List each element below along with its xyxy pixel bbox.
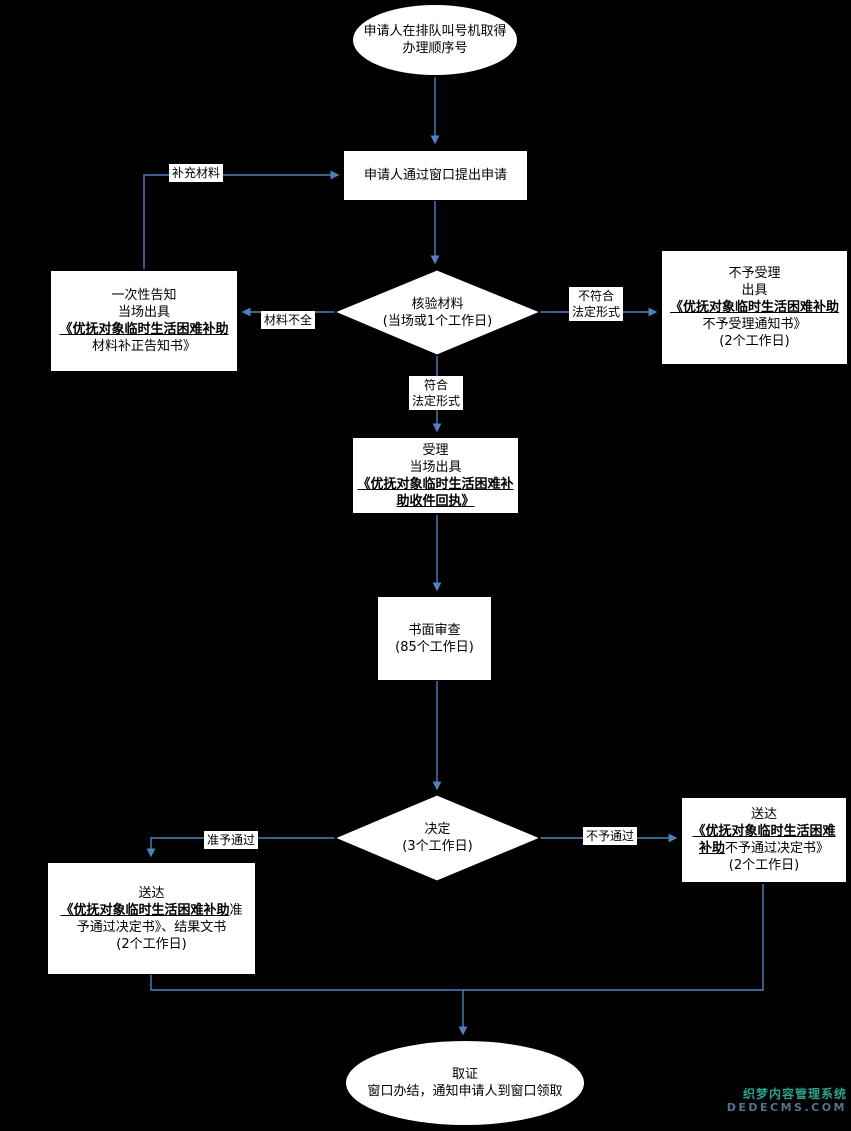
- watermark-domain: DEDECMS.COM: [726, 1101, 847, 1114]
- review-node-text: 书面审查: [408, 622, 461, 638]
- approve-node-doc-title: 《优抚对象临时生活困难补助: [60, 902, 230, 918]
- accept-node-text: 受理: [422, 442, 449, 458]
- accept-node-doc-title: 《优抚对象临时生活困难补: [357, 476, 514, 492]
- approve-node: 送达 《优抚对象临时生活困难补助准 予通过决定书》、结果文书 (2个工作日): [47, 862, 256, 975]
- notice-node-text: 当场出具: [117, 305, 170, 320]
- edge-label-nonconforming: 不符合 法定形式: [569, 287, 624, 321]
- reject-node-text: (2个工作日): [719, 334, 790, 349]
- edge-label-nonconforming-line: 法定形式: [572, 305, 621, 319]
- review-node-text: (85个工作日): [395, 639, 474, 655]
- reject-node-doc-title: 《优抚对象临时生活困难补助: [669, 300, 839, 315]
- accept-node-doc-title: 助收件回执》: [396, 493, 475, 509]
- approve-node-text: 《优抚对象临时生活困难补助准: [60, 902, 242, 919]
- edge-label-conforming-line: 法定形式: [412, 394, 461, 408]
- notice-node-text: 一次性告知: [111, 288, 177, 303]
- edge-label-denied: 不予通过: [583, 827, 638, 845]
- end-node: 取证 窗口办结，通知申请人到窗口领取: [345, 1040, 585, 1126]
- notice-node-doc-title: 《优抚对象临时生活困难补助: [59, 322, 229, 337]
- verify-diamond-shape: [333, 269, 542, 356]
- deny-node-doc-title: 补助: [698, 841, 725, 856]
- approve-node-text: 送达: [138, 885, 165, 901]
- end-node-text: 窗口办结，通知申请人到窗口领取: [367, 1084, 563, 1099]
- reject-node: 不予受理 出具 《优抚对象临时生活困难补助 不予受理通知书》 (2个工作日): [661, 250, 848, 365]
- notice-node-text: 材料补正告知书》: [91, 339, 196, 354]
- decide-diamond-shape: [333, 794, 542, 882]
- edge-label-supplement: 补充材料: [169, 164, 224, 182]
- deny-node: 送达 《优抚对象临时生活困难 补助不予通过决定书》 (2个工作日): [681, 797, 847, 883]
- apply-node-text: 申请人通过窗口提出申请: [363, 168, 507, 183]
- apply-node: 申请人通过窗口提出申请: [343, 150, 528, 201]
- end-node-text: 取证: [451, 1067, 478, 1082]
- connector-notice-apply: [143, 170, 340, 269]
- edge-label-conforming-line: 符合: [424, 378, 449, 392]
- watermark: 织梦内容管理系统 DEDECMS.COM: [727, 1087, 847, 1115]
- connector-decide-approve: [146, 837, 335, 858]
- review-node: 书面审查 (85个工作日): [377, 596, 492, 681]
- connector-merge: [150, 884, 764, 991]
- edge-label-incomplete: 材料不全: [261, 311, 316, 329]
- deny-node-text: (2个工作日): [728, 858, 800, 873]
- reject-node-text: 出具: [741, 283, 768, 298]
- notice-node: 一次性告知 当场出具 《优抚对象临时生活困难补助 材料补正告知书》: [50, 270, 238, 372]
- deny-node-text: 补助不予通过决定书》: [699, 840, 829, 857]
- accept-node: 受理 当场出具 《优抚对象临时生活困难补 助收件回执》: [352, 437, 519, 514]
- accept-node-text: 当场出具: [409, 459, 462, 475]
- watermark-site-name: 织梦内容管理系统: [742, 1087, 847, 1101]
- edge-label-conforming: 符合 法定形式: [409, 376, 464, 410]
- edge-label-approved: 准予通过: [204, 831, 259, 849]
- start-node-text: 申请人在排队叫号机取得: [363, 24, 507, 39]
- deny-node-text: 不予通过决定书》: [725, 841, 830, 856]
- approve-node-text: 予通过决定书》、结果文书: [76, 919, 227, 935]
- start-node: 申请人在排队叫号机取得 办理顺序号: [352, 4, 518, 76]
- reject-node-text: 不予受理: [728, 266, 781, 281]
- start-node-text: 办理顺序号: [402, 41, 468, 56]
- deny-node-text: 送达: [750, 807, 777, 822]
- deny-node-doc-title: 《优抚对象临时生活困难: [692, 824, 836, 839]
- reject-node-text: 不予受理通知书》: [702, 317, 807, 332]
- edge-label-nonconforming-line: 不符合: [578, 289, 615, 303]
- approve-node-text: 准: [229, 902, 243, 918]
- approve-node-text: (2个工作日): [116, 936, 187, 952]
